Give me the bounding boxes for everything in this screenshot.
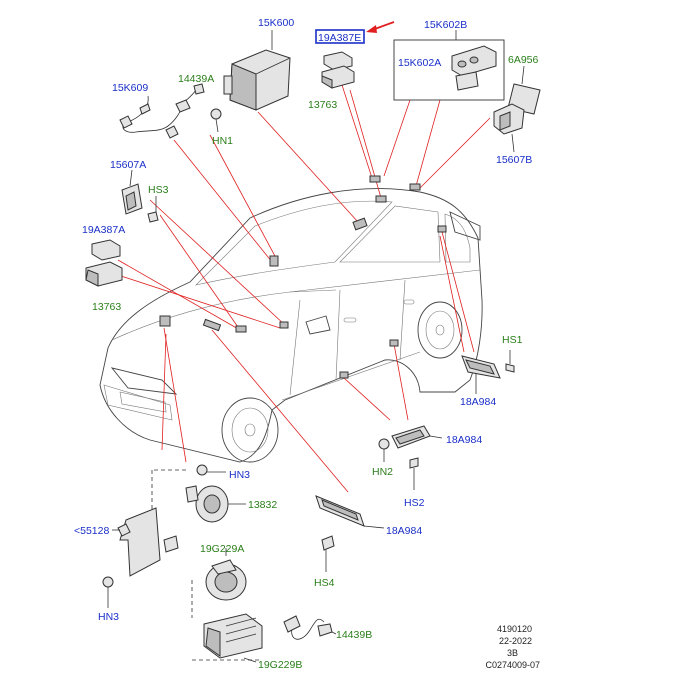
label-18A984-mid[interactable]: 18A984: [446, 434, 482, 446]
label-15607B[interactable]: 15607B: [496, 154, 532, 166]
horn-13832: [185, 464, 246, 523]
label-19G229B[interactable]: 19G229B: [258, 659, 302, 671]
label-13763-left[interactable]: 13763: [92, 301, 121, 313]
sounder-19G229A: [191, 548, 262, 661]
label-HN3-bottom[interactable]: HN3: [98, 611, 119, 623]
sensor-18A984-right: [461, 350, 515, 394]
footer-revision: 3B: [507, 648, 518, 658]
label-14439B[interactable]: 14439B: [336, 629, 372, 641]
camera-15K602B-group: [393, 30, 541, 115]
label-13832[interactable]: 13832: [248, 499, 277, 511]
sensor-18A984-mid: [378, 425, 443, 490]
label-HS2[interactable]: HS2: [404, 497, 425, 509]
harness-15K609: [119, 95, 185, 139]
highlight-box: [315, 29, 365, 44]
label-HS4[interactable]: HS4: [314, 577, 335, 589]
label-55128[interactable]: <55128: [74, 525, 109, 537]
footer-reference: C0274009-07: [485, 660, 540, 670]
label-15K600[interactable]: 15K600: [258, 17, 294, 29]
label-19A387A[interactable]: 19A387A: [82, 224, 125, 236]
sensor-18A984-low: [315, 495, 385, 572]
diagram-footer: 4190120 22-2022 3B C0274009-07: [485, 624, 540, 670]
leader-lines: [117, 84, 491, 493]
label-18A984-right[interactable]: 18A984: [460, 396, 496, 408]
camera-15607A: [121, 169, 159, 223]
label-6A956[interactable]: 6A956: [508, 54, 539, 66]
vehicle-mounted-parts: [159, 175, 447, 379]
label-15K609[interactable]: 15K609: [112, 82, 148, 94]
module-19G229B: [203, 613, 263, 663]
label-14439A[interactable]: 14439A: [178, 73, 214, 85]
label-HS3[interactable]: HS3: [148, 184, 169, 196]
label-15607A[interactable]: 15607A: [110, 159, 146, 171]
harness-14439A: [175, 83, 222, 133]
label-15K602A[interactable]: 15K602A: [398, 57, 441, 69]
footer-date: 22-2022: [499, 636, 532, 646]
label-HN1[interactable]: HN1: [212, 135, 233, 147]
bracket-55128: [102, 469, 186, 608]
footer-code: 4190120: [497, 624, 532, 634]
sensor-19A387E: [321, 51, 355, 89]
label-15K602B[interactable]: 15K602B: [424, 19, 467, 31]
sensor-19A387A: [85, 239, 123, 287]
label-19A387E[interactable]: 19A387E: [318, 32, 361, 44]
label-HS1[interactable]: HS1: [502, 334, 523, 346]
camera-15607B: [493, 103, 525, 153]
label-13763-top[interactable]: 13763: [308, 99, 337, 111]
part-labels: 15K600 19A387E 15K602B 15K602A 6A956 15K…: [74, 17, 539, 671]
harness-14439B: [283, 615, 337, 640]
label-HN2[interactable]: HN2: [372, 466, 393, 478]
label-19G229A[interactable]: 19G229A: [200, 543, 244, 555]
label-HN3-top[interactable]: HN3: [229, 469, 250, 481]
module-15K600: [223, 30, 291, 111]
label-18A984-low[interactable]: 18A984: [386, 525, 422, 537]
arrow-icon: [366, 21, 395, 33]
vehicle-outline: [99, 188, 483, 463]
